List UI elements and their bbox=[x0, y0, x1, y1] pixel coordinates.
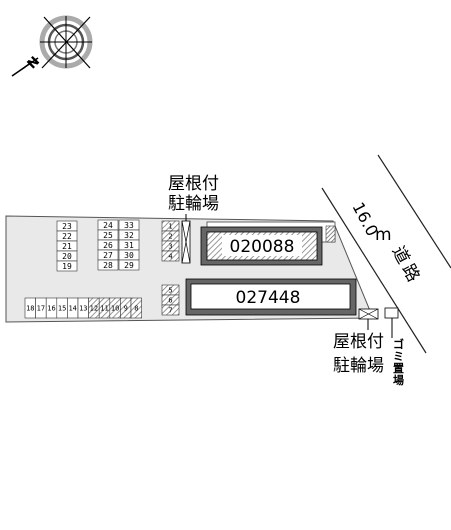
parking-space-number: 12 bbox=[90, 305, 98, 313]
parking-space: 4 bbox=[161, 250, 180, 262]
parking-space-number: 27 bbox=[103, 251, 113, 260]
building-main bbox=[200, 221, 336, 266]
road-unit-label: m bbox=[375, 225, 392, 245]
parking-space: 33 bbox=[118, 219, 140, 231]
parking-space-number: 30 bbox=[124, 251, 134, 260]
parking-space-number: 1 bbox=[168, 223, 172, 231]
parking-space-number: 3 bbox=[168, 243, 172, 251]
compass-north-label: N bbox=[25, 54, 43, 72]
building-main-code: 020088 bbox=[230, 237, 295, 257]
parking-space-number: 14 bbox=[68, 305, 76, 313]
road bbox=[321, 154, 451, 354]
parking-space-number: 18 bbox=[26, 305, 34, 313]
parking-space-number: 21 bbox=[62, 242, 72, 251]
parking-space: 20 bbox=[56, 250, 78, 262]
parking-space: 12 bbox=[88, 297, 100, 319]
parking-space: 22 bbox=[56, 230, 78, 242]
parking-space: 24 bbox=[97, 219, 119, 231]
parking-space-number: 17 bbox=[37, 305, 45, 313]
parking-space-number: 25 bbox=[103, 231, 113, 240]
parking-space-number: 7 bbox=[168, 307, 172, 315]
parking-space: 10 bbox=[109, 297, 121, 319]
parking-space: 15 bbox=[56, 297, 68, 319]
parking-space-number: 11 bbox=[100, 305, 108, 313]
parking-space: 2 bbox=[161, 230, 180, 242]
parking-space: 17 bbox=[35, 297, 47, 319]
garbage-area bbox=[384, 307, 399, 319]
parking-space: 14 bbox=[67, 297, 79, 319]
parking-space-number: 28 bbox=[103, 261, 113, 270]
parking-space-number: 15 bbox=[58, 305, 66, 313]
parking-space-number: 16 bbox=[47, 305, 55, 313]
parking-space: 23 bbox=[56, 220, 78, 232]
parking-space: 30 bbox=[118, 249, 140, 261]
garbage-label-char-1: ゴ bbox=[393, 337, 404, 351]
parking-space: 8 bbox=[130, 297, 142, 319]
parking-space-number: 29 bbox=[124, 261, 134, 270]
bike-parking-upper-line2: 駐輪場 bbox=[168, 194, 219, 214]
building-second bbox=[185, 278, 357, 316]
parking-space: 11 bbox=[98, 297, 111, 319]
compass-icon bbox=[11, 15, 93, 77]
bike-parking-upper bbox=[181, 220, 191, 264]
parking-space-number: 4 bbox=[168, 253, 172, 261]
parking-space: 29 bbox=[118, 259, 140, 271]
parking-space-number: 20 bbox=[62, 252, 72, 261]
bike-parking-lower-line2: 駐輪場 bbox=[333, 356, 384, 376]
parking-space: 13 bbox=[77, 297, 89, 319]
parking-space-number: 33 bbox=[124, 221, 134, 230]
parking-space-number: 2 bbox=[168, 233, 172, 241]
parking-space-number: 31 bbox=[124, 241, 134, 250]
parking-space: 9 bbox=[120, 297, 132, 319]
parking-space: 31 bbox=[118, 239, 140, 251]
parking-space: 32 bbox=[118, 229, 140, 241]
parking-space: 3 bbox=[161, 240, 180, 252]
road-label-char-2: 路 bbox=[398, 261, 424, 285]
parking-space-number: 10 bbox=[111, 305, 119, 313]
parking-space: 26 bbox=[97, 239, 119, 251]
bike-parking-lower-line1: 屋根付 bbox=[333, 332, 384, 352]
parking-space: 27 bbox=[97, 249, 119, 261]
bike-parking-upper-line1: 屋根付 bbox=[168, 174, 219, 194]
parking-space-number: 23 bbox=[62, 222, 72, 231]
parking-space: 6 bbox=[161, 294, 180, 306]
parking-space: 5 bbox=[161, 284, 180, 296]
parking-space-number: 5 bbox=[168, 287, 172, 295]
garbage-label-char-3: 置 bbox=[393, 362, 404, 375]
garbage-label-char-2: ミ bbox=[393, 350, 404, 363]
parking-space-number: 9 bbox=[124, 305, 128, 313]
parking-space: 19 bbox=[56, 260, 78, 272]
garbage-label-char-4: 場 bbox=[393, 373, 404, 387]
parking-space-number: 19 bbox=[62, 262, 72, 271]
parking-space-number: 8 bbox=[134, 305, 138, 313]
parking-space-number: 13 bbox=[79, 305, 87, 313]
parking-space: 18 bbox=[24, 297, 36, 319]
building-second-code: 027448 bbox=[236, 288, 301, 308]
parking-space-number: 22 bbox=[62, 232, 72, 241]
parking-space-number: 32 bbox=[124, 231, 134, 240]
parking-space-number: 24 bbox=[103, 221, 113, 230]
parking-space: 21 bbox=[56, 240, 78, 252]
parking-space: 25 bbox=[97, 229, 119, 241]
bike-parking-lower bbox=[358, 308, 379, 320]
parking-space-number: 26 bbox=[103, 241, 113, 250]
parking-space: 16 bbox=[45, 297, 58, 319]
parking-space: 1 bbox=[161, 220, 180, 232]
parking-space: 28 bbox=[97, 259, 119, 271]
parking-space-number: 6 bbox=[168, 297, 172, 305]
parking-space: 7 bbox=[161, 304, 180, 316]
